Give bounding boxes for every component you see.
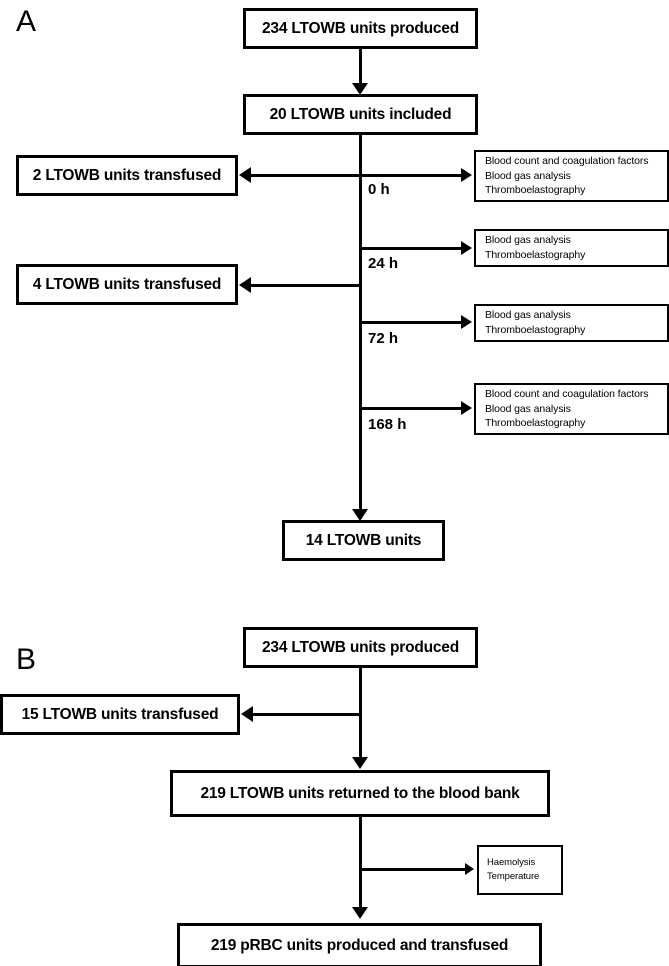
testbox-a-0h: Blood count and coagulation factors Bloo… <box>474 150 669 202</box>
arrowhead-right-b-haemolysis <box>465 863 474 875</box>
timepoint-label-a-24h: 24 h <box>368 255 399 272</box>
test-item: Haemolysis <box>487 856 536 868</box>
box-b-units-transfused: 15 LTOWB units transfused <box>0 694 240 735</box>
arrowhead-down-b-prbc <box>352 907 368 919</box>
test-item: Temperature <box>487 871 540 882</box>
timepoint-label-a-168h: 168 h <box>368 416 407 433</box>
testbox-a-72h: Blood gas analysis Thromboelastography <box>474 304 669 342</box>
connector-a-168h-right <box>359 407 463 410</box>
timepoint-label-a-72h: 72 h <box>368 330 399 347</box>
testbox-a-24h: Blood gas analysis Thromboelastography <box>474 229 669 267</box>
arrowhead-right-a-24h <box>461 241 472 255</box>
test-item: Thromboelastography <box>485 249 586 261</box>
connector-a-0h-left <box>250 174 362 177</box>
box-a-units-produced: 234 LTOWB units produced <box>243 8 478 49</box>
connector-a-24h-right <box>359 247 463 250</box>
arrowhead-left-b-transfused <box>241 706 253 722</box>
connector-a-0h-right <box>359 174 463 177</box>
test-item: Thromboelastography <box>485 324 586 336</box>
box-b-units-produced: 234 LTOWB units produced <box>243 627 478 668</box>
test-item: Blood count and coagulation factors <box>485 154 649 167</box>
arrowhead-left-a-0h <box>239 167 251 183</box>
arrowhead-down-a-final <box>352 509 368 521</box>
arrowhead-down-a-included <box>352 83 368 95</box>
testbox-b-haemolysis: Haemolysis Temperature <box>477 845 563 895</box>
connector-a-24h-left <box>250 284 362 287</box>
panel-label-a: A <box>16 5 37 38</box>
test-item: Thromboelastography <box>485 184 586 197</box>
connector-a-produced-to-included <box>359 49 362 87</box>
box-b-prbc-units: 219 pRBC units produced and transfused <box>177 923 542 966</box>
test-item: Blood gas analysis <box>485 309 571 322</box>
panel-label-b: B <box>16 643 37 676</box>
testbox-a-168h: Blood count and coagulation factors Bloo… <box>474 383 669 435</box>
box-a-transfused-24h: 4 LTOWB units transfused <box>16 264 238 305</box>
test-item: Blood gas analysis <box>485 402 571 415</box>
arrowhead-right-a-168h <box>461 401 472 415</box>
arrowhead-right-a-72h <box>461 315 472 329</box>
test-item: Thromboelastography <box>485 417 586 430</box>
test-item: Blood gas analysis <box>485 169 571 182</box>
box-b-units-returned: 219 LTOWB units returned to the blood ba… <box>170 770 550 817</box>
test-item: Blood count and coagulation factors <box>485 387 649 400</box>
box-a-units-included: 20 LTOWB units included <box>243 94 478 135</box>
connector-a-72h-right <box>359 321 463 324</box>
trunk-b-returned-to-prbc <box>359 817 362 911</box>
test-item: Blood gas analysis <box>485 234 571 247</box>
arrowhead-right-a-0h <box>461 168 472 182</box>
connector-b-transfused-left <box>252 713 362 716</box>
connector-b-haemolysis-right <box>359 868 467 871</box>
box-a-final-units: 14 LTOWB units <box>282 520 445 561</box>
arrowhead-down-b-returned <box>352 757 368 769</box>
box-a-transfused-0h: 2 LTOWB units transfused <box>16 155 238 196</box>
trunk-a-main <box>359 135 362 519</box>
arrowhead-left-a-24h <box>239 277 251 293</box>
timepoint-label-a-0h: 0 h <box>368 181 390 198</box>
